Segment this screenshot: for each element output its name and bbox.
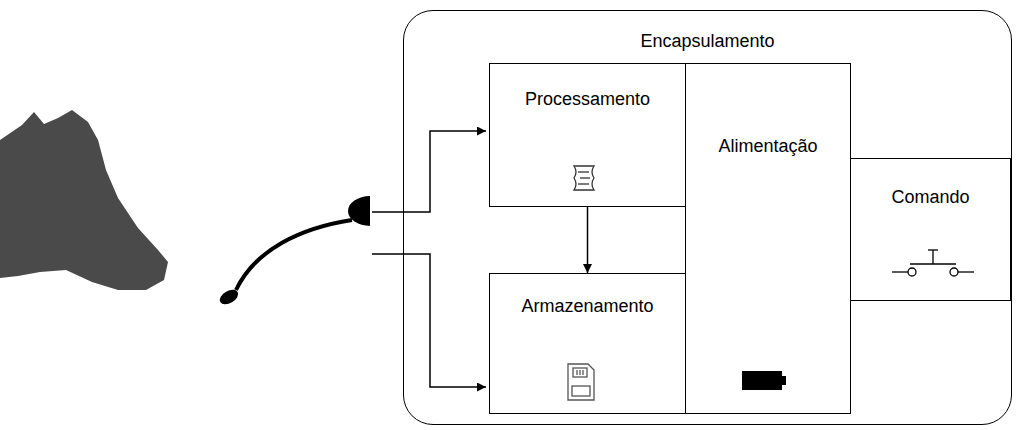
cow-head [0, 110, 168, 290]
module-box: Alimentação [685, 63, 851, 414]
switch-symbol [892, 250, 974, 276]
module-box: Comando [850, 158, 1011, 301]
code-icon [574, 166, 594, 190]
sensor-cable [236, 220, 352, 290]
box-label: Comando [851, 187, 1010, 209]
box-label: Processamento [490, 89, 685, 111]
box-label: Encapsulamento [404, 31, 1011, 53]
enclosure: ProcessamentoArmazenamento AlimentaçãoCom… [403, 10, 1012, 425]
sensor-tip [217, 287, 240, 307]
module-box: Processamento [489, 63, 686, 207]
signal-wire [372, 254, 486, 387]
box-label: Alimentação [686, 136, 850, 158]
signal-wire [372, 131, 486, 212]
module-box: Armazenamento [489, 273, 686, 414]
battery-icon [742, 371, 786, 390]
box-label: Armazenamento [490, 296, 685, 318]
sd-card-icon [568, 364, 594, 400]
flow-arrow [587, 207, 589, 273]
